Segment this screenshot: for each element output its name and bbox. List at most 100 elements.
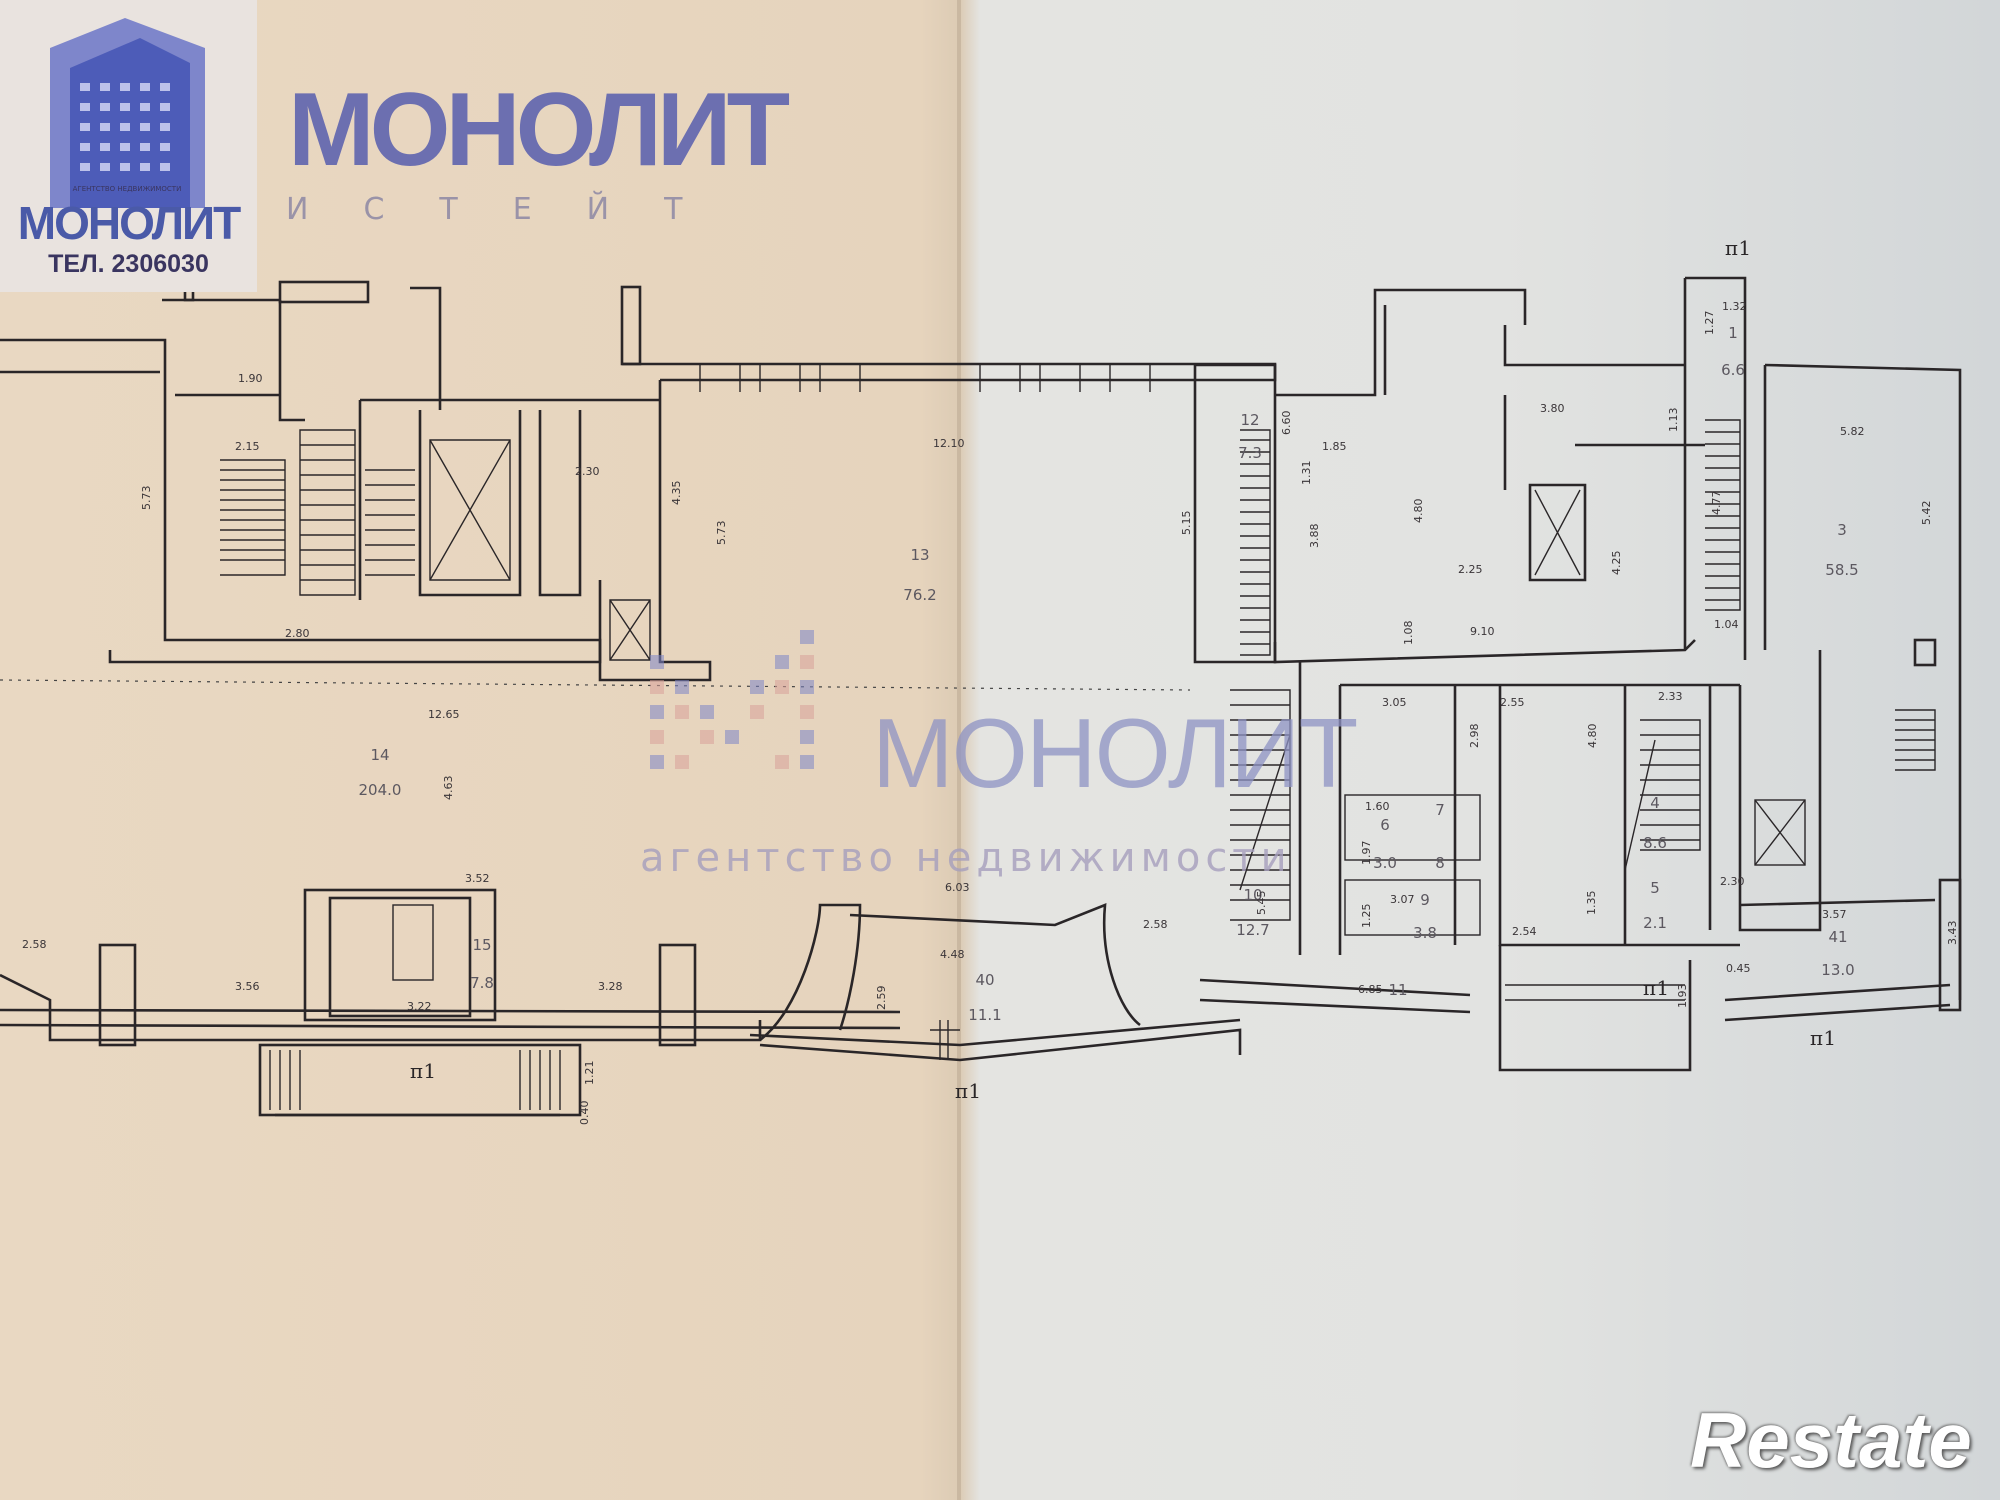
watermark-brand: МОНОЛИТ <box>872 698 1358 808</box>
room-5-number: 5 <box>1650 879 1660 897</box>
dim: 1.90 <box>238 372 263 385</box>
watermark-logo-icon <box>650 630 814 769</box>
section-mark: п1 <box>1725 236 1751 260</box>
dim: 1.93 <box>1676 984 1689 1009</box>
walls-left <box>0 266 1277 682</box>
dim: 1.60 <box>1365 800 1390 813</box>
agency-caption: АГЕНТСТВО НЕДВИЖИМОСТИ <box>73 185 182 193</box>
room-15-number: 15 <box>472 936 491 954</box>
dim: 2.25 <box>1458 563 1483 576</box>
room-9-area: 3.8 <box>1413 924 1437 942</box>
room-11-number: 11 <box>1388 981 1407 999</box>
room-15-area: 7.8 <box>470 974 494 992</box>
room-6-area: 3.0 <box>1373 854 1397 872</box>
dim: 2.30 <box>575 465 600 478</box>
room-1-area: 6.6 <box>1721 361 1745 379</box>
dim: 3.88 <box>1308 524 1321 549</box>
room-4-area: 8.6 <box>1643 834 1667 852</box>
paper-fold <box>957 0 961 1500</box>
dim: 2.98 <box>1468 724 1481 749</box>
dim: 5.73 <box>715 521 728 546</box>
dim: 2.54 <box>1512 925 1537 938</box>
room-13-number: 13 <box>910 546 929 564</box>
dim: 2.55 <box>1500 696 1525 709</box>
dim: 1.27 <box>1703 311 1716 336</box>
room-8-number: 8 <box>1435 854 1445 872</box>
room-12-area: 7.3 <box>1238 444 1262 462</box>
dim: 3.28 <box>598 980 623 993</box>
dim: 2.15 <box>235 440 260 453</box>
dim: 1.85 <box>1322 440 1347 453</box>
section-mark: п1 <box>410 1059 436 1083</box>
dim: 0.40 <box>578 1101 591 1126</box>
room-1-number: 1 <box>1728 324 1738 342</box>
dim: 1.21 <box>583 1061 596 1086</box>
room-10-area: 12.7 <box>1236 921 1269 939</box>
room-3-area: 58.5 <box>1825 561 1858 579</box>
dim: 5.15 <box>1180 511 1193 536</box>
dim: 4.35 <box>670 481 683 506</box>
dim: 9.10 <box>1470 625 1495 638</box>
dim: 3.56 <box>235 980 260 993</box>
dim: 3.52 <box>465 872 490 885</box>
section-mark: п1 <box>955 1079 981 1103</box>
dim: 2.58 <box>22 938 47 951</box>
dim: 0.45 <box>1726 962 1751 975</box>
building-logo-icon: АГЕНТСТВО НЕДВИЖИМОСТИ <box>50 18 205 208</box>
window-marks <box>699 364 1151 1060</box>
room-14-area: 204.0 <box>359 781 402 799</box>
logo-brand-small: МОНОЛИТ <box>17 197 241 249</box>
dim: 5.45 <box>1255 891 1268 916</box>
dim: 5.42 <box>1920 501 1933 526</box>
room-14-number: 14 <box>370 746 389 764</box>
room-3-number: 3 <box>1837 521 1847 539</box>
dim: 1.35 <box>1585 891 1598 916</box>
dim: 2.58 <box>1143 918 1168 931</box>
dim: 4.25 <box>1610 551 1623 576</box>
dim: 6.03 <box>945 881 970 894</box>
dim: 1.25 <box>1360 904 1373 929</box>
dim: 5.82 <box>1840 425 1865 438</box>
section-mark: п1 <box>1643 976 1669 1000</box>
room-10-number: 10 <box>1243 886 1262 904</box>
dim: 1.97 <box>1360 841 1373 866</box>
room-40-number: 40 <box>975 971 994 989</box>
brand-title: МОНОЛИТ <box>288 72 790 188</box>
room-5-area: 2.1 <box>1643 914 1667 932</box>
room-41-number: 41 <box>1828 928 1847 946</box>
dim: 3.07 <box>1390 893 1415 906</box>
room-40-area: 11.1 <box>968 1006 1001 1024</box>
room-4-number: 4 <box>1650 794 1660 812</box>
section-line <box>0 679 1191 691</box>
dim: 1.31 <box>1300 461 1313 486</box>
dim: 2.30 <box>1720 875 1745 888</box>
room-labels: 13 76.2 14 204.0 15 7.8 40 11.1 12 7.3 1… <box>359 324 1859 1024</box>
dim: 6.60 <box>1280 411 1293 436</box>
watermark-subtitle: агентство недвижимости <box>640 835 1292 881</box>
facade-left <box>0 888 1242 1117</box>
phone-number: ТЕЛ. 2306030 <box>48 250 209 278</box>
stairs-left <box>220 429 415 596</box>
dim: 4.80 <box>1586 724 1599 749</box>
room-12-number: 12 <box>1240 411 1259 429</box>
dim: 6.85 <box>1358 983 1383 996</box>
dim: 3.57 <box>1822 908 1847 921</box>
section-marks: п1 п1 п1 п1 п1 <box>410 236 1836 1103</box>
dim: 1.32 <box>1722 300 1747 313</box>
dim: 4.77 <box>1710 491 1723 516</box>
dim: 2.33 <box>1658 690 1683 703</box>
dim: 1.04 <box>1714 618 1739 631</box>
dim: 2.80 <box>285 627 310 640</box>
room-13-area: 76.2 <box>903 586 936 604</box>
walls-right <box>1193 276 1962 1072</box>
dim: 12.65 <box>428 708 460 721</box>
dim: 2.59 <box>875 986 888 1011</box>
dim: 1.13 <box>1667 408 1680 433</box>
dim: 4.80 <box>1412 499 1425 524</box>
dim: 4.63 <box>442 776 455 801</box>
dim: 4.48 <box>940 948 965 961</box>
section-mark: п1 <box>1810 1026 1836 1050</box>
dim: 3.05 <box>1382 696 1407 709</box>
dim: 1.08 <box>1402 621 1415 646</box>
